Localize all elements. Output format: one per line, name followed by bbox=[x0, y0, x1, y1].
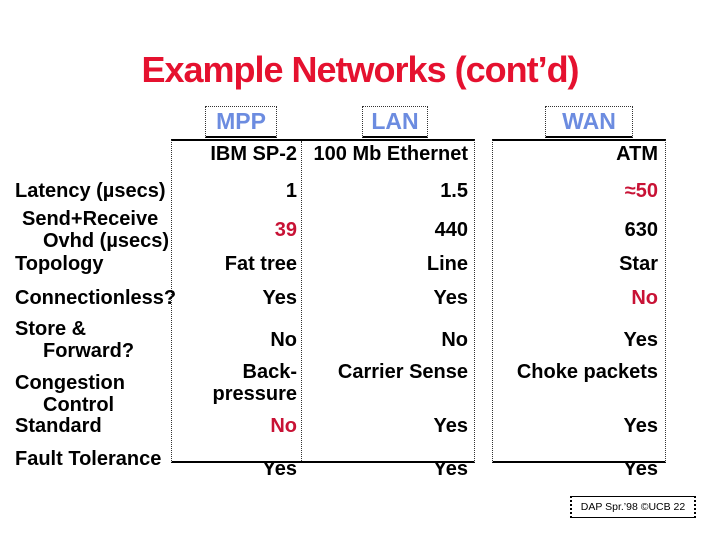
row-label: Send+Receive Ovhd (µsecs) bbox=[22, 208, 170, 252]
row-label: Connectionless? bbox=[15, 287, 177, 309]
cell-wan: Yes bbox=[623, 458, 658, 480]
column-divider bbox=[301, 141, 302, 461]
cell-lan: Carrier Sense bbox=[337, 361, 468, 383]
cell-mpp: Yes bbox=[262, 287, 297, 309]
row-label: Topology bbox=[15, 253, 104, 275]
cell-wan: 630 bbox=[624, 219, 658, 241]
table-row: Store & Forward? No No Yes bbox=[0, 318, 720, 364]
column-header-mpp: IBM SP-2 bbox=[210, 143, 297, 165]
cell-mpp: Fat tree bbox=[224, 253, 297, 275]
footer-text: DAP Spr.’98 ©UCB 22 bbox=[580, 501, 686, 513]
column-header-lan: 100 Mb Ethernet bbox=[313, 143, 468, 165]
cell-lan: 1.5 bbox=[440, 180, 468, 202]
cell-lan: 440 bbox=[434, 219, 468, 241]
column-group-label: LAN bbox=[371, 108, 419, 134]
cell-lan: Yes bbox=[433, 415, 468, 437]
column-header-wan: ATM bbox=[616, 143, 658, 165]
cell-mpp: 1 bbox=[285, 180, 297, 202]
slide-title: Example Networks (cont’d) bbox=[141, 49, 579, 90]
slide-footer: DAP Spr.’98 ©UCB 22 bbox=[570, 496, 696, 518]
table-row: Standard No Yes Yes bbox=[0, 415, 720, 461]
cell-lan: Line bbox=[426, 253, 468, 275]
row-label: Store & Forward? bbox=[15, 318, 135, 362]
cell-lan: Yes bbox=[433, 287, 468, 309]
column-group-label: WAN bbox=[562, 108, 616, 134]
row-label: Standard bbox=[15, 415, 102, 437]
column-group-label: MPP bbox=[216, 108, 266, 134]
column-group-mpp: MPP bbox=[205, 106, 277, 138]
table-row: Latency (µsecs) 1 1.5 ≈50 bbox=[0, 180, 720, 226]
cell-wan: Yes bbox=[623, 415, 658, 437]
cell-lan: No bbox=[441, 329, 468, 351]
cell-wan: Star bbox=[619, 253, 658, 275]
table-row: Fault Tolerance Yes Yes Yes bbox=[0, 448, 720, 494]
cell-mpp: Yes bbox=[262, 458, 297, 480]
cell-wan: ≈50 bbox=[624, 180, 658, 202]
cell-mpp: Back- pressure bbox=[212, 361, 298, 405]
table-row: Topology Fat tree Line Star bbox=[0, 253, 720, 299]
table-row: Connectionless? Yes Yes No bbox=[0, 287, 720, 333]
row-label: Fault Tolerance bbox=[15, 448, 162, 470]
column-group-lan: LAN bbox=[362, 106, 428, 138]
table-row: Congestion Control Back- pressure Carrie… bbox=[0, 361, 720, 416]
table-row: Send+Receive Ovhd (µsecs) 39 440 630 bbox=[0, 208, 720, 254]
cell-wan: No bbox=[631, 287, 658, 309]
cell-mpp: No bbox=[270, 415, 297, 437]
row-label: Latency (µsecs) bbox=[15, 180, 166, 202]
cell-wan: Choke packets bbox=[516, 361, 658, 383]
column-group-wan: WAN bbox=[545, 106, 633, 138]
row-label: Congestion Control bbox=[15, 372, 125, 416]
table-frame-wan bbox=[492, 139, 666, 463]
cell-mpp: 39 bbox=[274, 219, 297, 241]
cell-lan: Yes bbox=[433, 458, 468, 480]
cell-wan: Yes bbox=[623, 329, 658, 351]
table-frame-mpp-lan bbox=[171, 139, 475, 463]
cell-mpp: No bbox=[270, 329, 297, 351]
table-subheader-row: IBM SP-2 100 Mb Ethernet ATM bbox=[0, 143, 720, 189]
